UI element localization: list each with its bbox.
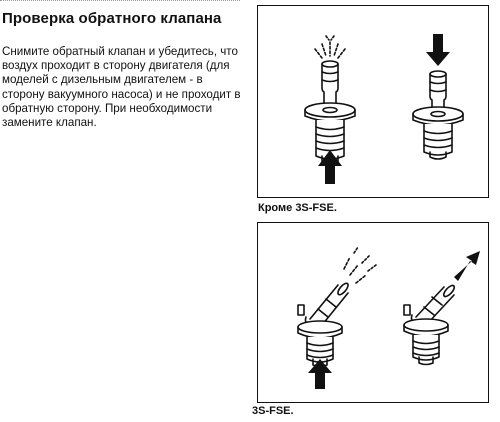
air-push-up-arrow-icon <box>318 150 342 184</box>
instructions-text: Снимите обратный клапан и убедитесь, что… <box>2 45 241 130</box>
figure-caption-1: Кроме 3S-FSE. <box>258 202 337 214</box>
air-flow-up-icon <box>314 35 346 59</box>
air-push-down-icon <box>426 34 450 66</box>
section-title: Проверка обратного клапана <box>2 10 222 27</box>
angled-check-valve-icon-right <box>403 284 456 366</box>
figure-angled-valve <box>257 222 489 403</box>
straight-check-valve-icon-right <box>412 70 464 160</box>
angled-check-valve-icon <box>297 282 349 368</box>
angled-valve-illustration <box>297 246 480 389</box>
figure-straight-valve <box>257 5 489 198</box>
header-rule <box>0 0 240 2</box>
air-push-diagonal-icon <box>454 251 480 281</box>
figure-caption-2: 3S-FSE. <box>252 405 294 417</box>
straight-valve-illustration <box>304 34 464 184</box>
air-flow-diagonal-icon <box>343 246 377 284</box>
air-push-up-arrow-icon-2 <box>308 359 332 389</box>
straight-check-valve-icon <box>304 60 356 165</box>
